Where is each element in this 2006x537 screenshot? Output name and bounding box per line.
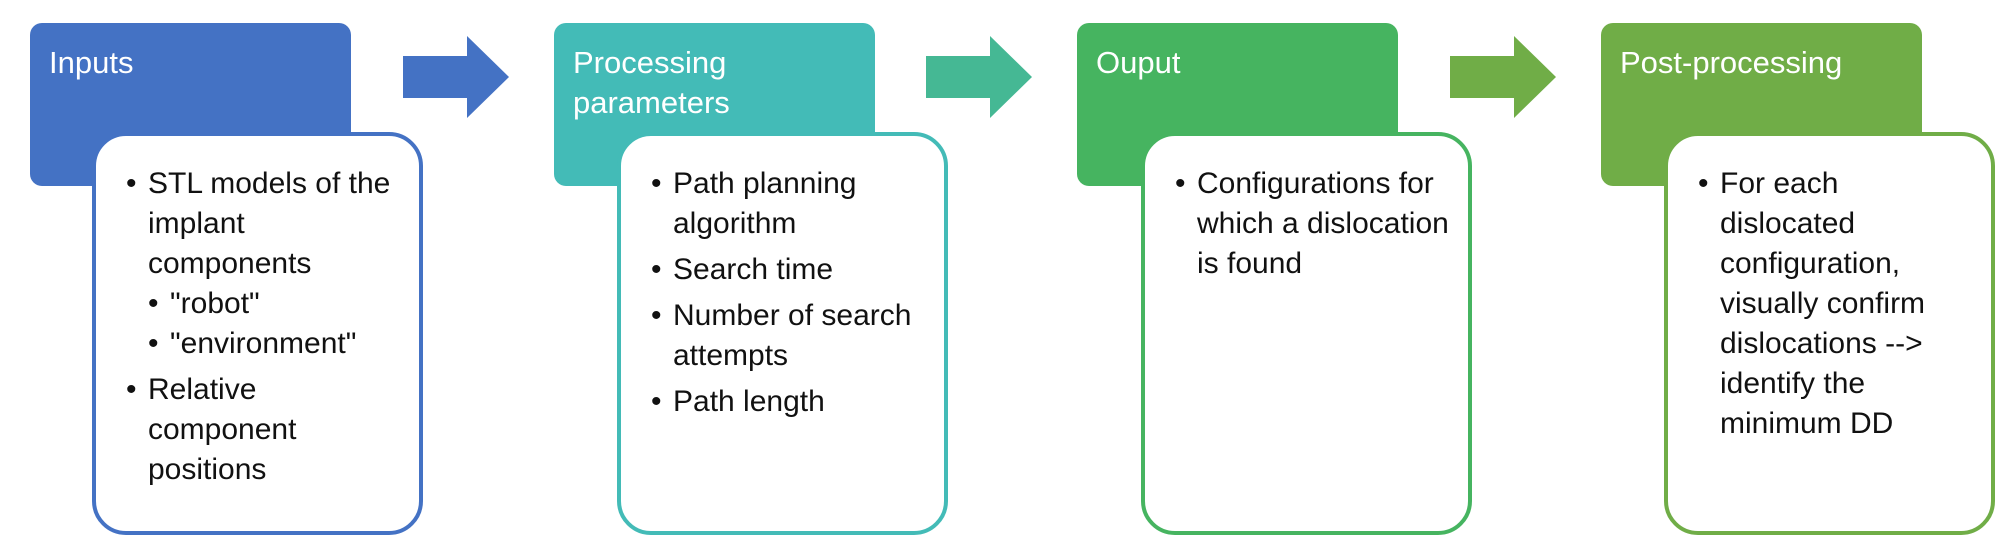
stage-title-processing-parameters: Processing parameters <box>573 45 730 120</box>
stage-card-output: Configurations for which a dislocation i… <box>1141 132 1472 535</box>
list-item: For each dislocated configuration, visua… <box>1698 164 1973 444</box>
list-item: "environment" <box>148 324 401 364</box>
list-item: Path planning algorithm <box>651 164 926 244</box>
stage-list-output: Configurations for which a dislocation i… <box>1175 164 1450 284</box>
list-item: "robot" <box>148 284 401 324</box>
stage-list-post-processing: For each dislocated configuration, visua… <box>1698 164 1973 444</box>
arrow-right-icon <box>1450 36 1556 118</box>
stage-list-inputs: STL models of the implant components "ro… <box>126 164 401 490</box>
stage-card-processing-parameters: Path planning algorithm Search time Numb… <box>617 132 948 535</box>
list-item: Configurations for which a dislocation i… <box>1175 164 1450 284</box>
list-item: STL models of the implant components <box>126 164 401 284</box>
stage-title-output: Ouput <box>1096 45 1181 80</box>
arrow-right-icon <box>403 36 509 118</box>
stage-title-inputs: Inputs <box>49 45 134 80</box>
stage-card-post-processing: For each dislocated configuration, visua… <box>1664 132 1995 535</box>
stage-title-post-processing: Post-processing <box>1620 45 1843 80</box>
list-item: Search time <box>651 250 926 290</box>
stage-list-processing-parameters: Path planning algorithm Search time Numb… <box>651 164 926 422</box>
arrow-right-icon <box>926 36 1032 118</box>
list-item: Path length <box>651 382 926 422</box>
list-item: Relative component positions <box>126 370 401 490</box>
stage-card-inputs: STL models of the implant components "ro… <box>92 132 423 535</box>
list-item: Number of search attempts <box>651 296 926 376</box>
